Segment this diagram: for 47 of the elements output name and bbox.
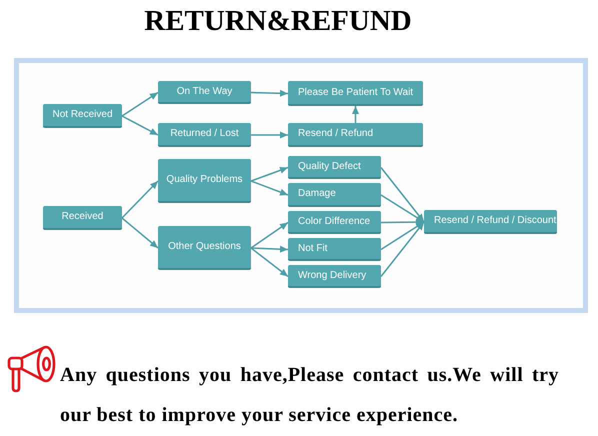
box-label: Other Questions [168,241,241,253]
box-label: Resend / Refund [298,128,374,140]
note-text: Any questions you have,Please contact us.We will try our best to improve your service experience. [60,363,559,428]
box-label: Quality Defect [298,160,361,172]
title: RETURN&REFUND [144,7,412,36]
process-box [158,159,251,203]
arrow [352,106,359,123]
arrow [251,132,288,138]
box-label: Wrong Delivery [298,270,366,282]
process-box [288,211,381,234]
box-label: Returned / Lost [170,128,239,140]
box-label: Damage [298,188,336,200]
arrow [250,222,288,249]
process-box [288,156,381,179]
box-label: Resend / Refund / Discount [434,215,556,227]
box-label: Quality Problems [166,174,243,186]
box-label: Not Received [52,109,113,121]
arrow [250,246,288,253]
arrow [122,92,158,117]
arrow [250,247,288,278]
process-box [288,123,423,147]
process-box [288,238,381,261]
process-box [158,226,251,270]
arrow [380,222,425,277]
arrow [122,115,158,136]
process-box [158,123,251,147]
process-box [43,206,122,230]
arrow [250,166,288,182]
box-label: Color Difference [298,216,370,228]
arrow [250,180,288,196]
arrow [121,180,159,219]
process-box [158,81,251,104]
process-box [424,210,557,234]
box-label: Received [62,211,104,223]
process-box [288,81,423,106]
box-label: Not Fit [298,242,328,254]
process-box [288,183,381,207]
arrow [380,167,425,222]
arrow [380,194,424,223]
arrow [380,221,424,250]
arrow [122,217,158,249]
arrow [381,218,424,226]
box-label: Please Be Patient To Wait [298,86,414,98]
process-box [288,265,381,288]
box-label: On The Way [176,86,232,98]
arrow [250,90,288,97]
process-box [43,104,122,128]
